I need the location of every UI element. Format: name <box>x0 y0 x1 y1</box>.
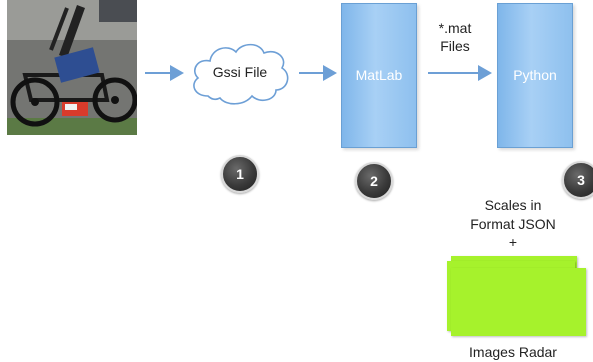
python-box: Python <box>497 3 573 148</box>
mat-files-line1: *.mat <box>438 20 472 36</box>
step-1-badge: 1 <box>221 155 259 193</box>
mat-files-label: *.mat Files <box>425 19 485 55</box>
python-label: Python <box>513 67 557 83</box>
gpr-cart-photo <box>7 0 137 135</box>
radar-image-sheet <box>451 268 586 336</box>
scales-line1: Scales in <box>484 197 542 213</box>
matlab-label: MatLab <box>355 67 403 83</box>
scales-line2: Format JSON <box>470 216 556 232</box>
images-radar-label: Images Radar <box>469 344 557 360</box>
mat-files-line2: Files <box>440 38 470 54</box>
gpr-cart-icon <box>7 0 137 135</box>
cloud-icon <box>193 43 289 105</box>
plus-sign: + <box>508 234 518 250</box>
step-2-badge: 2 <box>355 162 393 200</box>
matlab-box: MatLab <box>341 3 417 148</box>
step-3-badge: 3 <box>562 161 593 199</box>
scales-json-label: Scales in Format JSON <box>445 196 581 234</box>
gssi-file-label: Gssi File <box>212 64 268 80</box>
